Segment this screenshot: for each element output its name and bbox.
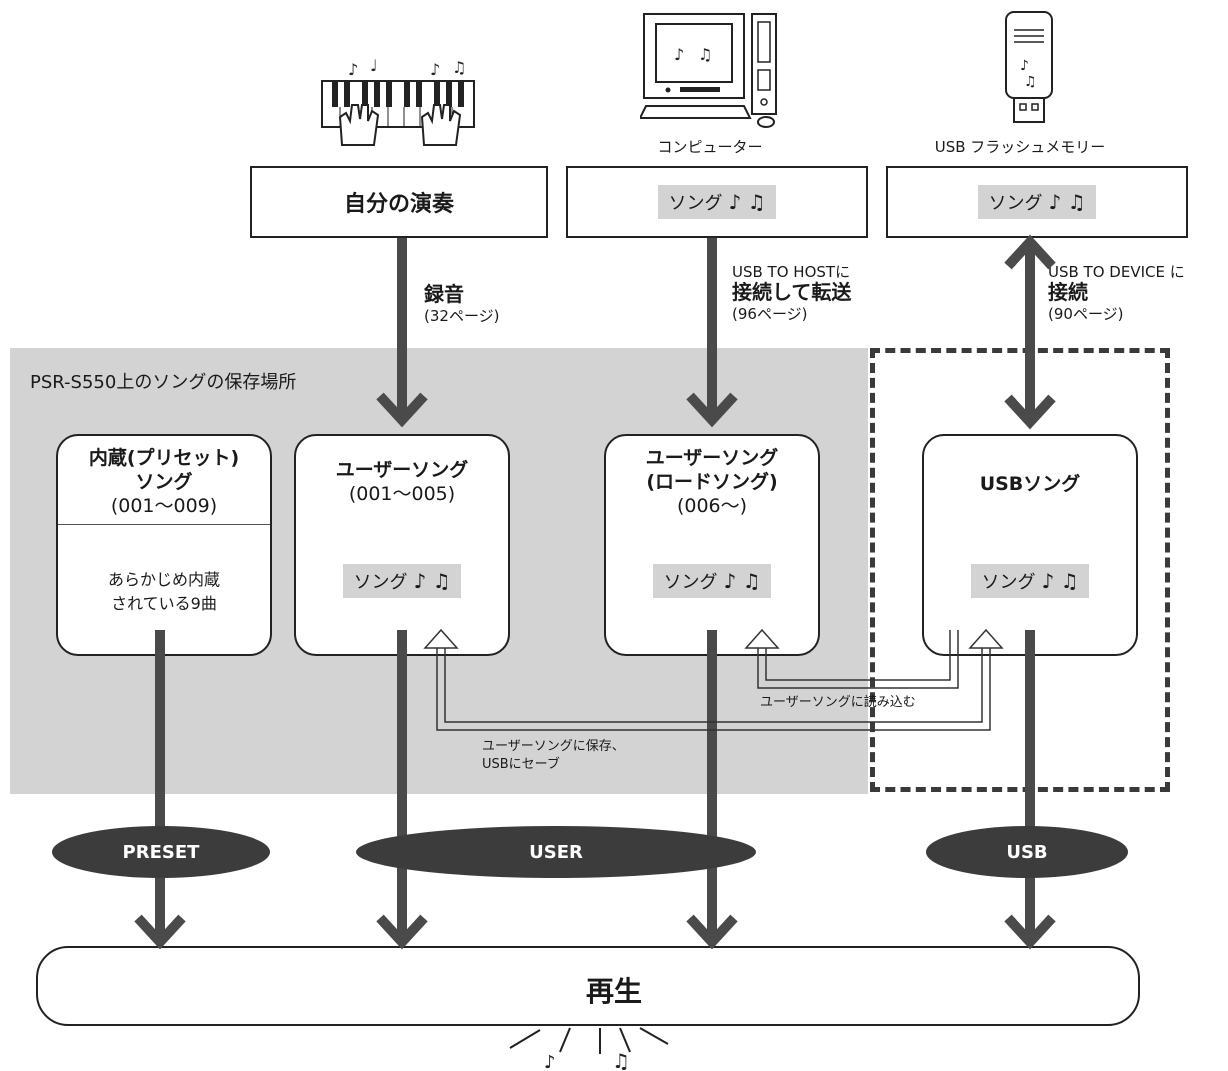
preset-song-title2: ソング xyxy=(135,471,193,493)
music-notes-icon: ♪ xyxy=(544,1052,556,1071)
usb-storage-area xyxy=(870,348,1170,792)
load-to-user-label: ユーザーソングに読み込む xyxy=(760,695,916,710)
save-label-line1: ユーザーソングに保存、 xyxy=(482,739,625,754)
music-notes-icon: ♪ ♫ xyxy=(1048,190,1086,214)
playback-title: 再生 xyxy=(585,975,642,1008)
svg-text:♪: ♪ xyxy=(1020,58,1029,74)
usb-flash-box: ソング ♪ ♫ xyxy=(886,166,1188,238)
svg-text:♫: ♫ xyxy=(1024,74,1037,90)
host-arrow-head xyxy=(686,392,738,428)
host-step-line1: USB TO HOSTに xyxy=(732,263,851,281)
user-load-song-chip-label: ソング xyxy=(663,572,718,593)
device-step-label: USB TO DEVICE に 接続 (90ページ) xyxy=(1048,262,1185,324)
computer-icon: ♪♫ xyxy=(640,13,777,128)
preset-song-range: (001～009) xyxy=(110,495,218,517)
usb-song-chip-label: ソング xyxy=(981,572,1036,593)
music-notes-icon: ♪ ♫ xyxy=(413,569,451,593)
preset-song-divider xyxy=(58,524,270,525)
computer-caption: コンピューター xyxy=(657,138,763,156)
user-load-song-title1: ユーザーソング xyxy=(645,447,779,469)
sound-lines xyxy=(509,1027,669,1054)
usb-category-oval: USB xyxy=(926,826,1128,878)
music-notes-icon: ♫ xyxy=(612,1049,630,1071)
device-step-page: (90ページ) xyxy=(1048,305,1124,323)
usb-play-arrow-head xyxy=(1004,914,1056,950)
device-arrow-head-up xyxy=(1004,234,1056,270)
preset-song-box: 内蔵(プリセット) ソング (001～009) あらかじめ内蔵 されている9曲 xyxy=(56,434,272,656)
usb-song-title: USBソング xyxy=(979,473,1081,495)
music-notes-icon: ♪ ♫ xyxy=(1041,569,1079,593)
usb-song-chip: ソング ♪ ♫ xyxy=(971,564,1089,598)
preset-song-title1: 内蔵(プリセット) xyxy=(88,447,240,469)
svg-text:♪: ♪ xyxy=(674,45,684,64)
user-load-song-box: ユーザーソング (ロードソング) (006～) ソング ♪ ♫ xyxy=(604,434,820,656)
user-song-chip-row: ソング ♪ ♫ xyxy=(296,564,508,598)
usb-stick-icon: ♪♫ xyxy=(1005,11,1053,123)
user-load-play-arrow-head xyxy=(686,914,738,950)
usb-flash-caption: USB フラッシュメモリー xyxy=(934,138,1106,156)
record-step-label: 録音 (32ページ) xyxy=(424,284,500,326)
playback-box xyxy=(36,946,1140,1026)
user-category-oval: USER xyxy=(356,826,756,878)
music-notes-icon: ♪ ♫ xyxy=(723,569,761,593)
host-step-title: 接続して転送 xyxy=(732,280,852,304)
record-step-title: 録音 xyxy=(424,282,464,306)
svg-text:♩: ♩ xyxy=(370,56,378,75)
host-step-page: (96ページ) xyxy=(732,305,808,323)
user-load-song-range: (006～) xyxy=(676,495,748,517)
usb-flash-song-chip: ソング ♪ ♫ xyxy=(978,185,1096,219)
preset-song-body2: されている9曲 xyxy=(111,594,217,613)
computer-box: ソング ♪ ♫ xyxy=(566,166,868,238)
music-notes-icon: ♪ ♫ xyxy=(728,190,766,214)
user-load-song-chip: ソング ♪ ♫ xyxy=(653,564,771,598)
record-step-page: (32ページ) xyxy=(424,307,500,325)
user-play-arrow-head xyxy=(376,914,428,950)
keyboard-hands-icon: ♪ ♩ ♪ ♫ xyxy=(321,56,475,146)
transfer-connectors xyxy=(423,628,1004,731)
user-song-title: ユーザーソング xyxy=(335,459,469,481)
user-song-range: (001～005) xyxy=(348,483,456,505)
user-load-song-chip-row: ソング ♪ ♫ xyxy=(606,564,818,598)
computer-song-chip: ソング ♪ ♫ xyxy=(658,185,776,219)
preset-play-arrow-head xyxy=(134,914,186,950)
preset-song-body1: あらかじめ内蔵 xyxy=(107,570,220,589)
svg-text:♫: ♫ xyxy=(452,58,466,77)
computer-song-label: ソング xyxy=(668,193,723,214)
svg-text:♪: ♪ xyxy=(430,60,440,79)
device-step-title: 接続 xyxy=(1048,280,1088,304)
save-label-line2: USBにセーブ xyxy=(482,757,560,772)
device-step-line1: USB TO DEVICE に xyxy=(1048,263,1185,281)
user-load-song-title2: (ロードソング) xyxy=(646,471,778,493)
svg-text:♪: ♪ xyxy=(348,60,358,79)
user-song-chip-label: ソング xyxy=(353,572,408,593)
usb-flash-song-label: ソング xyxy=(988,193,1043,214)
performance-box-label: 自分の演奏 xyxy=(343,192,454,217)
usb-song-chip-row: ソング ♪ ♫ xyxy=(924,564,1136,598)
record-arrow-head xyxy=(376,392,428,428)
performance-box: 自分の演奏 xyxy=(250,166,548,238)
svg-text:♫: ♫ xyxy=(698,45,712,64)
preset-category-oval: PRESET xyxy=(52,826,270,878)
user-song-box: ユーザーソング (001～005) ソング ♪ ♫ xyxy=(294,434,510,656)
preset-song-description: あらかじめ内蔵 されている9曲 xyxy=(58,568,270,616)
user-song-chip: ソング ♪ ♫ xyxy=(343,564,461,598)
device-arrow-head-down xyxy=(1004,394,1056,430)
host-step-label: USB TO HOSTに 接続して転送 (96ページ) xyxy=(732,262,851,324)
storage-area-label: PSR-S550上のソングの保存場所 xyxy=(30,372,297,393)
usb-song-box: USBソング ソング ♪ ♫ xyxy=(922,434,1138,656)
